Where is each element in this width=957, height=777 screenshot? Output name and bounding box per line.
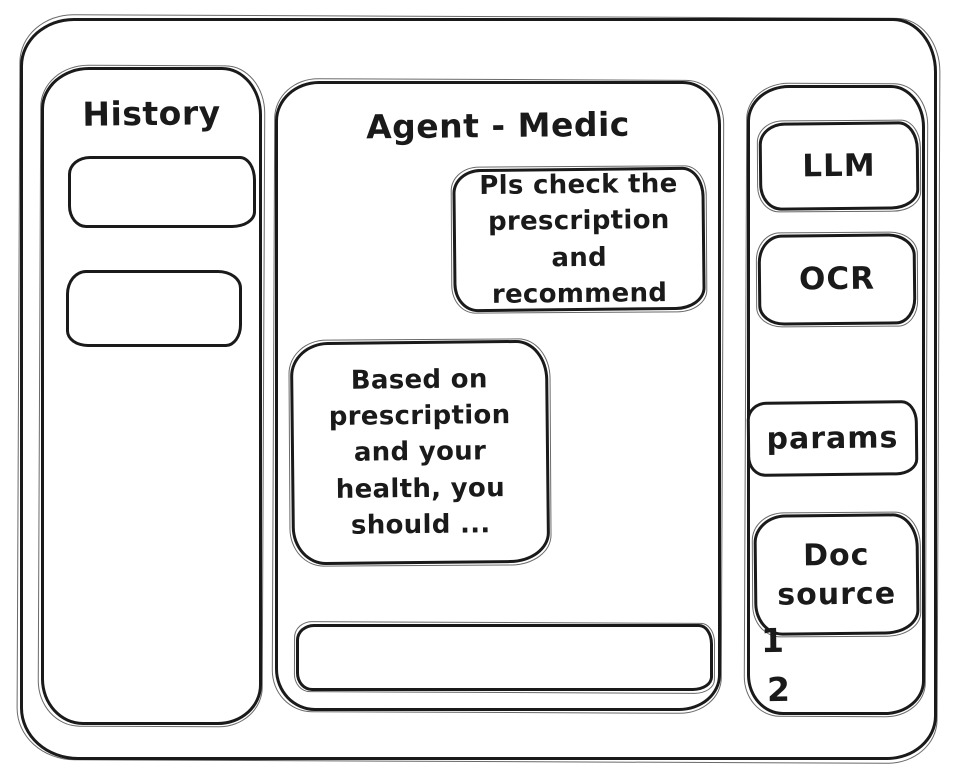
tools-panel: LLM OCR params Doc source 1 2 (746, 85, 925, 715)
chat-panel: Agent - Medic Pls check the prescription… (275, 81, 721, 711)
app-frame: History Agent - Medic Pls check the pres… (20, 18, 937, 760)
doc-source-item[interactable]: 2 (766, 669, 791, 710)
user-message-bubble: Pls check the prescription and recommend (452, 166, 706, 313)
history-panel: History (41, 67, 262, 725)
chat-title: Agent - Medic (365, 104, 631, 147)
assistant-message-bubble: Based on prescription and your health, y… (289, 339, 551, 566)
history-item[interactable] (68, 156, 256, 228)
doc-source-button[interactable]: Doc source (753, 513, 920, 636)
history-item[interactable] (66, 270, 242, 347)
ocr-button[interactable]: OCR (757, 233, 917, 326)
llm-button[interactable]: LLM (758, 121, 920, 211)
history-title: History (82, 93, 221, 134)
doc-source-item[interactable]: 1 (760, 620, 785, 661)
message-input[interactable] (296, 624, 713, 691)
params-button[interactable]: params (746, 400, 919, 477)
